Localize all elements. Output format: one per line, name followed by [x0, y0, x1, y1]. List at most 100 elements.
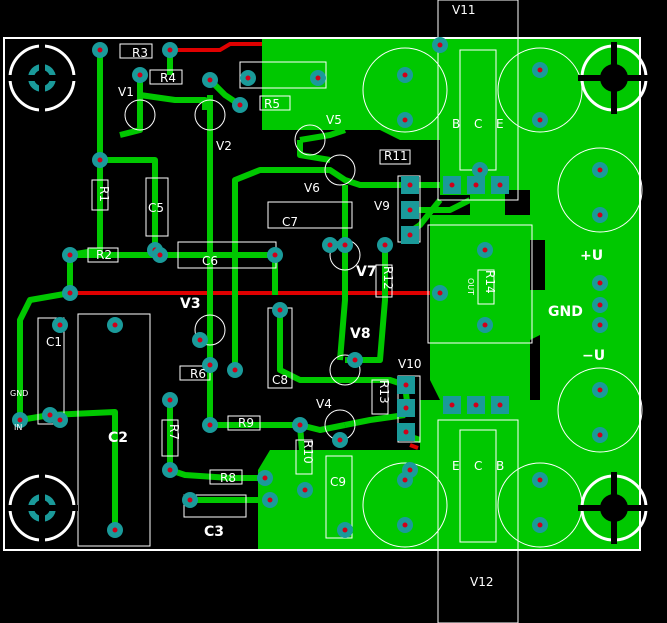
- label-c7: C7: [282, 215, 298, 229]
- label-c8: C8: [272, 373, 288, 387]
- cap-top-left: [362, 47, 448, 133]
- pad-hole: [403, 405, 409, 411]
- board-outline: [3, 37, 641, 551]
- pad-hole: [537, 117, 543, 123]
- r4-outline: [149, 69, 183, 85]
- pad-hole: [157, 252, 163, 258]
- c3-outline: [183, 494, 247, 518]
- square-pads: [397, 176, 509, 441]
- pad-hole: [537, 522, 543, 528]
- pad-hole: [407, 207, 413, 213]
- pad-hole: [382, 242, 388, 248]
- pad-hole: [297, 422, 303, 428]
- cap-right-upper: [557, 147, 643, 233]
- pad-hole: [402, 477, 408, 483]
- v11-heatsink-outline: [437, 0, 519, 201]
- mounting-hole-bottom-left: [6, 472, 78, 544]
- c9b-outline: [325, 455, 353, 539]
- r11-outline: [379, 149, 411, 165]
- pad-hole: [112, 322, 118, 328]
- pad-hole: [473, 182, 479, 188]
- r3-outline: [119, 43, 153, 59]
- pad-hole: [449, 182, 455, 188]
- pad-hole: [597, 387, 603, 393]
- r1-outline: [91, 179, 109, 211]
- pad-hole: [597, 322, 603, 328]
- v12-pin-c: C: [474, 459, 482, 473]
- pad-hole: [449, 402, 455, 408]
- pad-hole: [277, 307, 283, 313]
- pad-hole: [17, 417, 23, 423]
- label-c5: C5: [148, 201, 164, 215]
- mounting-hole-top-left: [6, 42, 78, 114]
- pad-hole: [315, 75, 321, 81]
- pad-hole: [337, 437, 343, 443]
- pad-hole: [97, 157, 103, 163]
- pad-hole: [407, 232, 413, 238]
- v12-body-outline: [459, 429, 497, 543]
- pad-hole: [402, 72, 408, 78]
- pad-hole: [237, 102, 243, 108]
- label-v4: V4: [316, 397, 332, 411]
- r5-outline: [259, 95, 291, 111]
- signal-traces: [17, 50, 483, 530]
- cap-bottom-left: [362, 462, 448, 548]
- pad-hole: [267, 497, 273, 503]
- label-minus-u: −U: [582, 348, 605, 364]
- pad-hole: [437, 290, 443, 296]
- label-r4: R4: [160, 71, 176, 85]
- pad-hole: [167, 47, 173, 53]
- pad-hole: [342, 242, 348, 248]
- pad-hole: [402, 117, 408, 123]
- electrolytic-capacitors: [362, 47, 643, 548]
- label-v5: V5: [326, 113, 342, 127]
- pad-hole: [597, 280, 603, 286]
- pad-hole: [197, 337, 203, 343]
- cap-right-lower: [557, 367, 643, 453]
- label-c9: C9: [330, 475, 346, 489]
- pad-hole: [67, 252, 73, 258]
- label-v10: V10: [398, 357, 421, 371]
- pad-hole: [272, 252, 278, 258]
- r12-outline: [375, 264, 393, 298]
- label-plus-u: +U: [580, 248, 603, 264]
- pad-hole: [137, 72, 143, 78]
- c7-outline: [267, 201, 353, 229]
- pad-hole: [597, 212, 603, 218]
- pad-hole: [327, 242, 333, 248]
- label-out: OUT: [466, 278, 475, 295]
- pad-hole: [403, 429, 409, 435]
- pad-hole: [342, 527, 348, 533]
- pad-hole: [112, 527, 118, 533]
- pad-hole: [67, 290, 73, 296]
- pin-labels: B C E E C B: [452, 117, 504, 473]
- label-r10: R10: [301, 440, 315, 464]
- mounting-hole-top-right: [578, 42, 650, 114]
- label-r2: R2: [96, 248, 112, 262]
- pad-hole: [402, 522, 408, 528]
- c2-outline: [77, 313, 151, 547]
- pad-hole: [232, 367, 238, 373]
- r13-outline: [371, 379, 389, 415]
- pad-hole: [167, 467, 173, 473]
- v11-pin-b: B: [452, 117, 460, 131]
- copper-pour: [258, 38, 640, 550]
- pad-hole: [482, 247, 488, 253]
- label-v3: V3: [180, 296, 201, 312]
- pad-hole: [403, 382, 409, 388]
- pad-hole: [473, 402, 479, 408]
- pad-hole: [497, 182, 503, 188]
- r10-outline: [295, 439, 313, 475]
- label-v8: V8: [350, 326, 371, 342]
- label-v2: V2: [216, 139, 232, 153]
- label-r13: R13: [377, 380, 391, 404]
- r9-outline: [227, 415, 261, 431]
- label-r12: R12: [381, 266, 395, 290]
- pad-hole: [47, 412, 53, 418]
- transistor-bodies: [124, 99, 361, 441]
- r8-outline: [209, 469, 243, 485]
- silkscreen-outlines: [37, 0, 533, 623]
- pad-hole: [437, 42, 443, 48]
- label-r11: R11: [384, 149, 408, 163]
